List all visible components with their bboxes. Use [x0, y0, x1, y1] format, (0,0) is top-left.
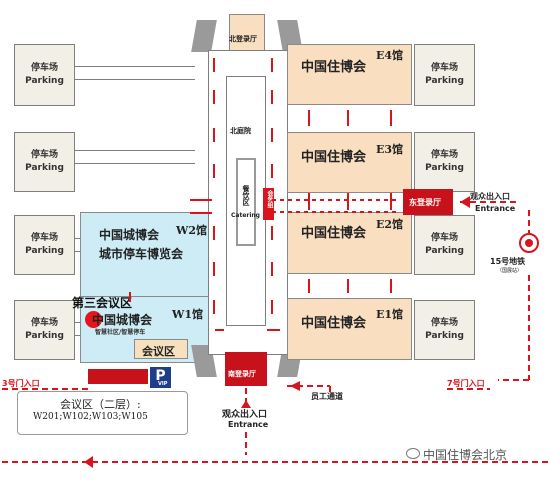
- parking-label-en: Parking: [25, 76, 64, 86]
- parking-label-en: Parking: [25, 163, 64, 173]
- business-center: [263, 188, 274, 220]
- north-court-label: 北庭院: [230, 127, 251, 135]
- hall-e1-code: E1馆: [376, 308, 404, 321]
- parking-label-en: Parking: [25, 246, 64, 256]
- hall-w1-code: W1馆: [172, 308, 204, 321]
- business-center-label: 会务组: [266, 190, 273, 208]
- road: [75, 66, 195, 80]
- hall-e4-code: E4馆: [376, 49, 404, 62]
- parking-lot: 停车场 Parking: [14, 132, 75, 192]
- parking-lot: 停车场 Parking: [414, 132, 475, 192]
- hall-w2: [80, 212, 210, 297]
- catering-label-cn: 餐饮区: [242, 185, 250, 206]
- meeting-info-rooms: W201;W102;W103;W105: [33, 412, 148, 422]
- parking-label-en: Parking: [425, 331, 464, 341]
- parking-label-cn: 停车场: [30, 150, 58, 160]
- meeting-area: [134, 339, 188, 359]
- metro-station: （国展站）: [497, 268, 523, 274]
- hall-e3-name: 中国住博会: [301, 150, 367, 165]
- metro-icon-inner: [525, 239, 533, 247]
- hall-w1-sub: 智慧社区/智慧停车: [95, 329, 146, 336]
- gate-7-label: 7号门入口: [447, 379, 485, 388]
- hall-w2-name1: 中国城博会: [99, 228, 160, 242]
- hall-e2-name: 中国住博会: [301, 226, 367, 241]
- east-hall-box: [403, 189, 453, 215]
- road: [75, 150, 195, 164]
- hall-w2-name2: 城市停车博览会: [99, 247, 184, 261]
- south-hall-label: 南登录厅: [228, 370, 256, 378]
- parking-lot: 停车场 Parking: [414, 44, 475, 106]
- parking-label-en: Parking: [425, 163, 464, 173]
- catering-zone: [236, 158, 256, 246]
- parking-label-cn: 停车场: [30, 233, 58, 243]
- parking-label-cn: 停车场: [430, 233, 458, 243]
- hall-e2-code: E2馆: [376, 218, 404, 231]
- parking-label-cn: 停车场: [430, 150, 458, 160]
- vip-label: VIP: [158, 381, 168, 387]
- gate-3-label: 3号门入口: [2, 379, 40, 388]
- parking-label-en: Parking: [425, 76, 464, 86]
- meeting-info-title: 会议区（二层）:: [60, 398, 141, 411]
- parking-label-en: Parking: [25, 331, 64, 341]
- location-marker: [85, 311, 102, 328]
- hall-w1-name: 中国城博会: [92, 313, 153, 327]
- metro-line: 15号地铁: [490, 257, 526, 266]
- hall-e2: [287, 212, 412, 274]
- parking-label-en: Parking: [425, 246, 464, 256]
- parking-lot: 停车场 Parking: [14, 215, 75, 275]
- hall-e4-name: 中国住博会: [301, 60, 367, 75]
- entrance-south-cn: 观众出入口: [222, 410, 268, 420]
- hall-e1: [287, 298, 412, 360]
- meeting-area-label: 会议区: [142, 345, 175, 358]
- north-hall-label: 北登录厅: [229, 35, 257, 43]
- parking-lot: 停车场 Parking: [14, 300, 75, 360]
- hall-e4: [287, 44, 412, 105]
- parking-lot: 停车场 Parking: [414, 300, 475, 360]
- entrance-south-en: Entrance: [228, 420, 269, 429]
- south-hall-box: [225, 352, 267, 386]
- hall-e3: [287, 132, 412, 193]
- hall-w2-code: W2馆: [176, 224, 208, 237]
- staff-passage-label: 员工通道: [311, 391, 343, 402]
- road: [75, 238, 81, 252]
- meeting-info-box: [17, 391, 188, 435]
- entrance-east-en: Entrance: [475, 204, 516, 213]
- third-meeting-label: 第三会议区: [72, 296, 133, 310]
- parking-label-cn: 停车场: [30, 63, 58, 73]
- watermark-text: 中国住博会北京: [423, 448, 508, 462]
- east-hall-label: 东登录厅: [409, 198, 441, 207]
- vip-bar: [88, 369, 148, 384]
- parking-lot: 停车场 Parking: [414, 215, 475, 275]
- hall-e1-name: 中国住博会: [301, 316, 367, 331]
- hall-e3-code: E3馆: [376, 143, 404, 156]
- road: [75, 322, 81, 336]
- parking-label-cn: 停车场: [430, 318, 458, 328]
- catering-label-en: Catering: [231, 212, 260, 219]
- parking-label-cn: 停车场: [30, 318, 58, 328]
- wechat-icon: [406, 448, 420, 459]
- parking-p-sign: P: [150, 367, 171, 388]
- entrance-east-cn: 观众出入口: [470, 192, 510, 201]
- parking-label-cn: 停车场: [430, 63, 458, 73]
- parking-lot: 停车场 Parking: [14, 44, 75, 106]
